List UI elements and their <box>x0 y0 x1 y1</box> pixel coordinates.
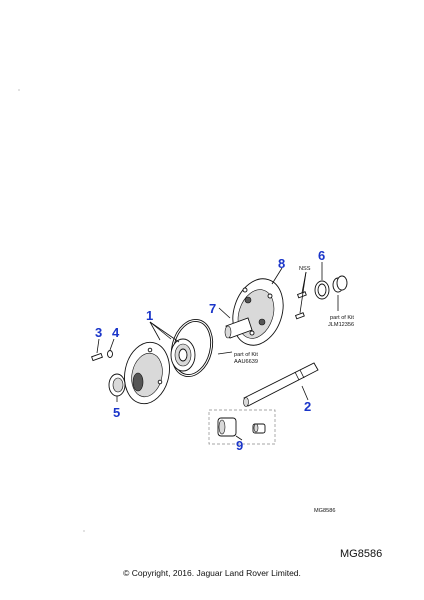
kit-note-1-line1: part of Kit <box>330 315 354 321</box>
pump-body-part <box>232 278 284 346</box>
callout-5: 5 <box>113 405 120 420</box>
seal-rings-part <box>314 275 348 300</box>
reference-code: MG8586 <box>340 548 383 560</box>
pump-gears-part <box>170 338 196 372</box>
kit-note-1-line2: JLM12356 <box>328 322 354 328</box>
callout-1: 1 <box>146 308 153 323</box>
callout-2: 2 <box>304 399 311 414</box>
speck-mark <box>83 530 85 532</box>
nss-bolts-part <box>294 291 307 320</box>
kit-note-2-line2: AAU6639 <box>234 359 258 365</box>
stator-shaft-part <box>224 317 253 339</box>
input-shaft-part <box>243 362 319 407</box>
leader-lines <box>96 262 339 441</box>
pump-housing-part <box>124 341 170 405</box>
bolt-part <box>91 352 103 362</box>
washer-part <box>107 350 113 358</box>
front-seal-part <box>108 373 126 397</box>
callout-3: 3 <box>95 325 102 340</box>
callout-9: 9 <box>236 438 243 453</box>
callout-7: 7 <box>209 301 216 316</box>
item9-group <box>208 409 276 445</box>
callout-4: 4 <box>112 325 120 340</box>
callout-6: 6 <box>318 248 325 263</box>
diagram-code-label: MG8586 <box>314 508 335 514</box>
callout-8: 8 <box>278 256 285 271</box>
kit-note-2-line1: part of Kit <box>234 352 258 358</box>
copyright-notice: © Copyright, 2016. Jaguar Land Rover Lim… <box>123 568 301 578</box>
speck-mark <box>18 89 20 91</box>
nss-label: NSS <box>299 266 311 272</box>
